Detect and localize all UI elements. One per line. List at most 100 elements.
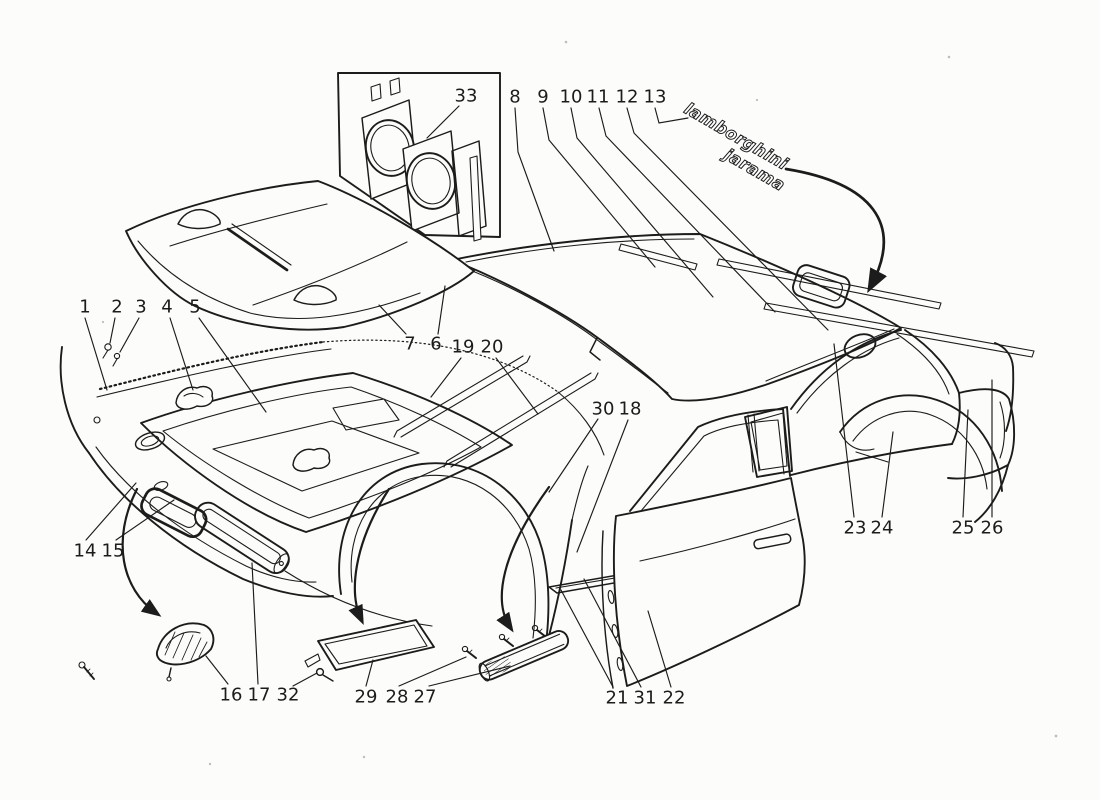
c-pillar-edge [790,329,902,410]
callout-14: 14 [74,541,97,562]
callout-17: 17 [248,685,271,706]
leader-line-14 [85,482,137,541]
front-wheel-arch [338,462,550,652]
leader-line-16 [205,655,229,685]
leader-line-6 [437,285,446,335]
sail-panel-edge [904,329,960,394]
callout-18: 18 [619,399,642,420]
callout-16: 16 [220,685,243,706]
door-assembly [601,408,806,689]
leader-line-5 [198,317,267,413]
callout-30: 30 [592,399,615,420]
callout-13: 13 [644,87,667,108]
deck-molding-lower [763,302,1035,358]
arrow-rear-deck [784,167,887,294]
pillar-trim-rail [443,372,599,468]
leader-line-8 [514,107,555,252]
leader-line-23 [833,343,855,518]
callout-24: 24 [871,518,894,539]
leader-line-22 [647,610,672,688]
callout-25: 25 [952,518,975,539]
callout-11: 11 [587,87,610,108]
grille-insert [317,619,435,671]
mount-tab [389,77,401,96]
callout-5: 5 [189,297,200,318]
hinge-flange [601,530,614,689]
arrow-marker-bar [496,485,551,633]
leader-line-2 [109,317,116,344]
roof-panel [451,233,902,402]
grille-slot [140,487,208,539]
callout-10: 10 [560,87,583,108]
callout-27: 27 [414,687,437,708]
hood-panel [125,180,475,331]
callout-6: 6 [430,334,441,355]
roof-outline [451,233,902,402]
callout-20: 20 [481,337,504,358]
side-marker-bar [478,630,570,682]
rear-panel-edge [994,342,1015,432]
arch-lip [839,431,875,451]
headlamp-inset-box [337,72,501,242]
fuel-filler-opening [843,333,877,359]
callout-31: 31 [634,688,657,709]
engine-bay-opening [140,372,513,533]
rear-wheel-arch [839,394,1003,492]
arrow-front-lens [121,487,162,617]
leader-line-9 [542,107,656,268]
windshield-trim-rails [393,355,599,468]
callout-21: 21 [606,688,629,709]
door-handle [753,533,792,550]
leader-line-31 [583,578,642,688]
marker-screw [498,633,514,647]
cowl-side [557,391,605,456]
a-pillar-joint [589,337,601,361]
callout-19: 19 [452,337,475,358]
lens-screw [83,666,95,680]
beltline-rear [790,443,953,476]
leader-line-32 [292,672,318,687]
rear-deck-trim [618,243,1035,358]
callout-7: 7 [404,334,415,355]
front-lower-edge [88,452,334,598]
leader-line-30 [548,418,599,493]
nose-edge [59,346,90,454]
tail-panel [947,388,1016,480]
grille-bolt [315,667,325,677]
callout-1: 1 [79,297,90,318]
leader-line-15 [115,499,175,541]
badges: lamborghini jarama [681,99,792,196]
leader-line-20 [495,357,539,415]
pillar-trim-rail [393,355,531,438]
arrow-grille [348,487,391,625]
callout-3: 3 [135,297,146,318]
bracket-fin [469,155,482,242]
bay-inner-panel [212,420,420,492]
leader-line-24 [881,431,894,518]
roof-drip-rail-front [461,266,669,394]
door-window-frame [629,408,791,512]
callout-33: 33 [455,86,478,107]
hood-lock-right [292,447,331,472]
hatched-bracket [451,140,487,237]
leader-line-7 [378,304,407,335]
marker-screw [461,645,477,659]
callout-4: 4 [161,297,172,318]
cowl-speckled-edge [98,340,325,391]
assembly-arrows [121,167,887,633]
clip-fastener [104,343,112,351]
leader-line-28 [398,656,467,687]
headlamp-ring-rear [364,119,416,177]
callout-29: 29 [355,687,378,708]
callout-28: 28 [386,687,409,708]
deck-molding-short [618,243,698,271]
leader-line-27 [428,665,511,687]
callout-2: 2 [111,297,122,318]
leader-line-12 [626,107,829,331]
roof-drip-rail-rear [765,328,895,382]
loose-parts [78,619,570,682]
parking-light-hole [153,480,169,492]
